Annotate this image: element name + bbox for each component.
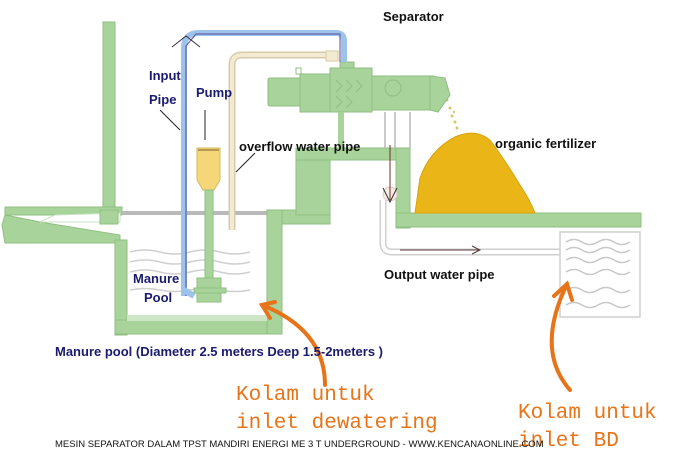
separator-machine — [267, 61, 451, 148]
output-water-pipe — [379, 200, 560, 256]
label-input-pipe-2: Pipe — [149, 92, 176, 107]
bd-pool-water — [565, 238, 631, 309]
pool-water — [129, 249, 251, 293]
label-input-pipe-1: Input — [149, 68, 181, 83]
arrow-head-manure-pool — [258, 300, 277, 320]
annotation-arrows — [258, 280, 574, 392]
flow-arrow-head — [471, 245, 482, 255]
label-organic-fertilizer: organic fertilizer — [495, 136, 596, 151]
arrow-to-manure-pool — [260, 303, 327, 387]
inlet-ramp-structure — [1, 21, 282, 244]
falling-fertilizer-particles — [445, 98, 459, 130]
annotation-dewatering-1: Kolam untuk — [236, 384, 375, 407]
label-output-water-pipe: Output water pipe — [384, 267, 495, 282]
middle-platform-structure — [281, 147, 642, 229]
annotation-bd-2: inlet BD — [518, 430, 619, 453]
bd-inlet-pool — [559, 231, 641, 318]
label-manure-pool-spec: Manure pool (Diameter 2.5 meters Deep 1.… — [55, 344, 383, 359]
leader-lines — [159, 109, 256, 173]
flow-direction-arrow — [171, 35, 201, 48]
overflow-water-pipe — [228, 50, 339, 230]
label-overflow-water-pipe: overflow water pipe — [239, 139, 360, 154]
annotation-bd-1: Kolam untuk — [518, 402, 657, 425]
label-pump: Pump — [196, 85, 232, 100]
label-manure-pool-2: Pool — [144, 290, 172, 305]
organic-fertilizer-pile — [414, 98, 536, 214]
arrow-to-bd-pool — [549, 282, 572, 392]
valve-icon — [382, 145, 398, 204]
pump — [193, 147, 227, 303]
annotation-dewatering-2: inlet dewatering — [236, 412, 438, 435]
label-separator: Separator — [383, 9, 444, 24]
arrow-head-bd-pool — [552, 280, 574, 302]
footer-caption: MESIN SEPARATOR DALAM TPST MANDIRI ENERG… — [55, 439, 544, 450]
input-pipe — [171, 30, 347, 299]
label-manure-pool-1: Manure — [133, 271, 179, 286]
